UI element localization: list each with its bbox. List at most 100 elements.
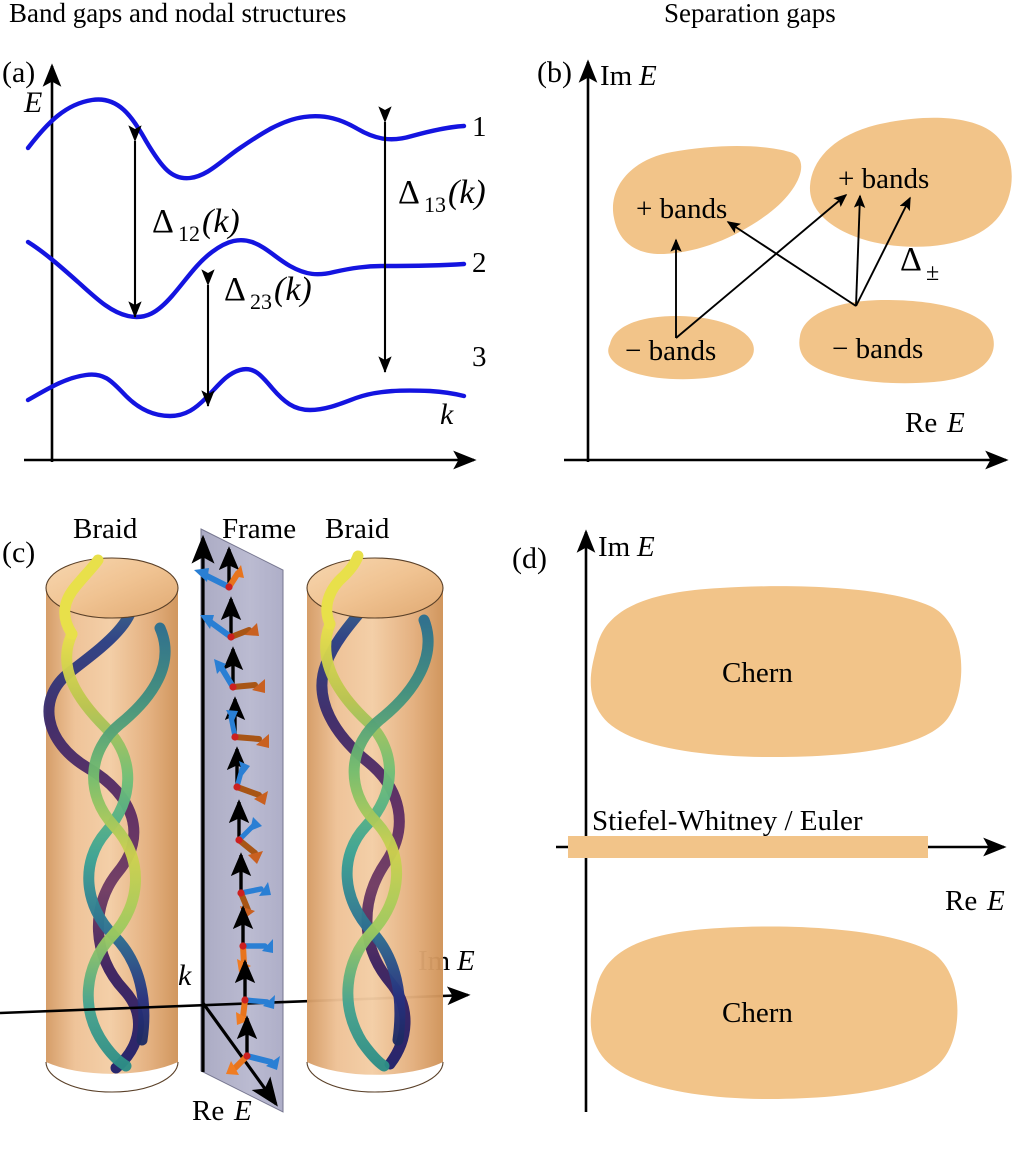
panel-d: (d) Im E Re E Chern Stiefel-Whitney / Eu… [512, 529, 1007, 1112]
panel-c-ree-label-e: E [233, 1095, 252, 1127]
band-index-2: 2 [472, 247, 487, 279]
left-braid-group [43, 566, 171, 1074]
triad-blue-head [262, 939, 273, 953]
triad-orange-head [226, 1061, 239, 1075]
panel-c-ree-label: Re E [192, 1095, 252, 1127]
triad-orange-head [256, 734, 269, 748]
triad-blue-arrow [244, 1053, 274, 1065]
panel-d-swe-band-label: Stiefel-Whitney / Euler [592, 805, 863, 837]
triad-blue-head [194, 568, 209, 582]
frame-triad [226, 1015, 280, 1075]
gap-label-d23-sub: 23 [250, 289, 272, 314]
right-cylinder-body [307, 588, 443, 1075]
gap-label-d12-sub: 12 [178, 221, 200, 246]
triad-orange-head [248, 851, 263, 864]
right-braid-strand-1 [320, 618, 406, 1046]
triad-orange-head [252, 679, 265, 693]
left-braid-strand-2 [82, 622, 171, 1072]
frame-triad [200, 596, 259, 641]
triad-blue-arrow [242, 997, 270, 1005]
triad-blue-head [259, 882, 271, 896]
triad-origin [225, 583, 233, 591]
left-cylinder-top-cap [45, 557, 179, 619]
frame-triad [214, 646, 265, 693]
triad-origin [229, 683, 237, 691]
panel-b-x-axis-label: Re E [905, 407, 965, 439]
panel-d-y-axis-label-e: E [636, 531, 655, 563]
left-cylinder-top-strand-yellow [59, 554, 104, 640]
gap-label-d23-delta: Δ [224, 271, 246, 308]
panel-a-x-axis-label: k [440, 398, 454, 431]
triad-origin [233, 783, 241, 791]
band-curve-2 [25, 237, 467, 320]
frame-triads [194, 546, 280, 1075]
frame-triad [228, 799, 263, 864]
triad-blue-head [239, 761, 250, 775]
panel-c-left-title: Braid [73, 513, 138, 545]
triad-orange-arrow [234, 784, 262, 798]
panel-a: Band gaps and nodal structures (a) E k Δ… [2, 0, 487, 470]
triad-orange-head [233, 565, 244, 578]
triad-blue-arrow [206, 618, 234, 640]
panel-d-upper-blob [590, 586, 962, 758]
gap-label-d12-delta: Δ [152, 203, 174, 240]
panel-c-center-title: Frame [222, 513, 296, 545]
panel-d-x-axis-label-e: E [986, 885, 1005, 917]
panel-d-y-axis-label: Im E [598, 531, 655, 563]
left-cylinder-bottom-arc [45, 1061, 179, 1093]
frame-plane-group: k Im E Re E [0, 528, 475, 1127]
panel-d-lower-blob-label: Chern [722, 997, 793, 1029]
panel-c-ime-label-e: E [456, 945, 475, 977]
panel-a-label: (a) [2, 56, 35, 89]
triad-origin [227, 633, 235, 641]
panel-c-label: (c) [2, 536, 35, 569]
triad-blue-head [200, 615, 214, 629]
right-cylinder-bottom-arc [306, 1061, 444, 1093]
triad-blue-head [250, 817, 262, 831]
blob-minus-right [799, 300, 994, 384]
triad-blue-head [263, 995, 275, 1009]
gap-label-d12: Δ 12 (k) [152, 203, 240, 246]
panel-b-title: Separation gaps [664, 0, 836, 28]
blob-plus-left [612, 146, 802, 255]
triad-orange-arrow [230, 682, 258, 690]
panel-d-upper-blob-label: Chern [722, 657, 793, 689]
panel-d-lower-blob [590, 926, 958, 1100]
triad-origin [239, 942, 247, 950]
frame-triad [224, 696, 269, 748]
panel-b-y-axis-label-e: E [638, 60, 657, 92]
sep-arrow-ml-pr [675, 194, 848, 339]
panel-d-swe-band [568, 836, 928, 858]
triad-orange-head [254, 791, 268, 805]
panel-c-right-title: Braid [325, 513, 390, 545]
right-braid-strand-2 [342, 614, 434, 1072]
triad-origin [241, 996, 249, 1004]
blob-minus-left [608, 316, 754, 380]
gap-label-d23-arg: (k) [274, 271, 312, 308]
sep-gap-delta: Δ [900, 241, 922, 278]
band-curve-3 [25, 366, 467, 419]
triad-origin [237, 889, 245, 897]
triad-blue-head [226, 710, 238, 723]
sep-arrow-mr-pr2 [855, 196, 911, 307]
panel-b-y-axis-label-im: Im [600, 60, 633, 92]
panel-b-y-axis-label: Im E [600, 60, 657, 92]
panel-d-x-axis-label-re: Re [945, 885, 977, 917]
triad-origin [231, 733, 239, 741]
frame-triad [226, 746, 268, 805]
triad-blue-head [266, 1056, 280, 1070]
separation-gap-symbol: Δ ± [900, 241, 939, 286]
band-index-3: 3 [472, 341, 487, 373]
sep-arrow-mr-pr [853, 194, 866, 307]
right-cylinder-top-strand-yellow [321, 550, 364, 630]
triad-orange-head [245, 623, 259, 636]
blob-plus-right [809, 117, 1012, 247]
right-braid-group [316, 564, 434, 1072]
gap-label-d13: Δ 13 (k) [398, 174, 486, 217]
panel-b-label: (b) [537, 56, 572, 89]
panel-c: (c) Braid Frame Braid k [0, 513, 475, 1127]
blob-label-minus-left: − bands [625, 335, 716, 367]
blob-label-minus-right: − bands [832, 333, 923, 365]
